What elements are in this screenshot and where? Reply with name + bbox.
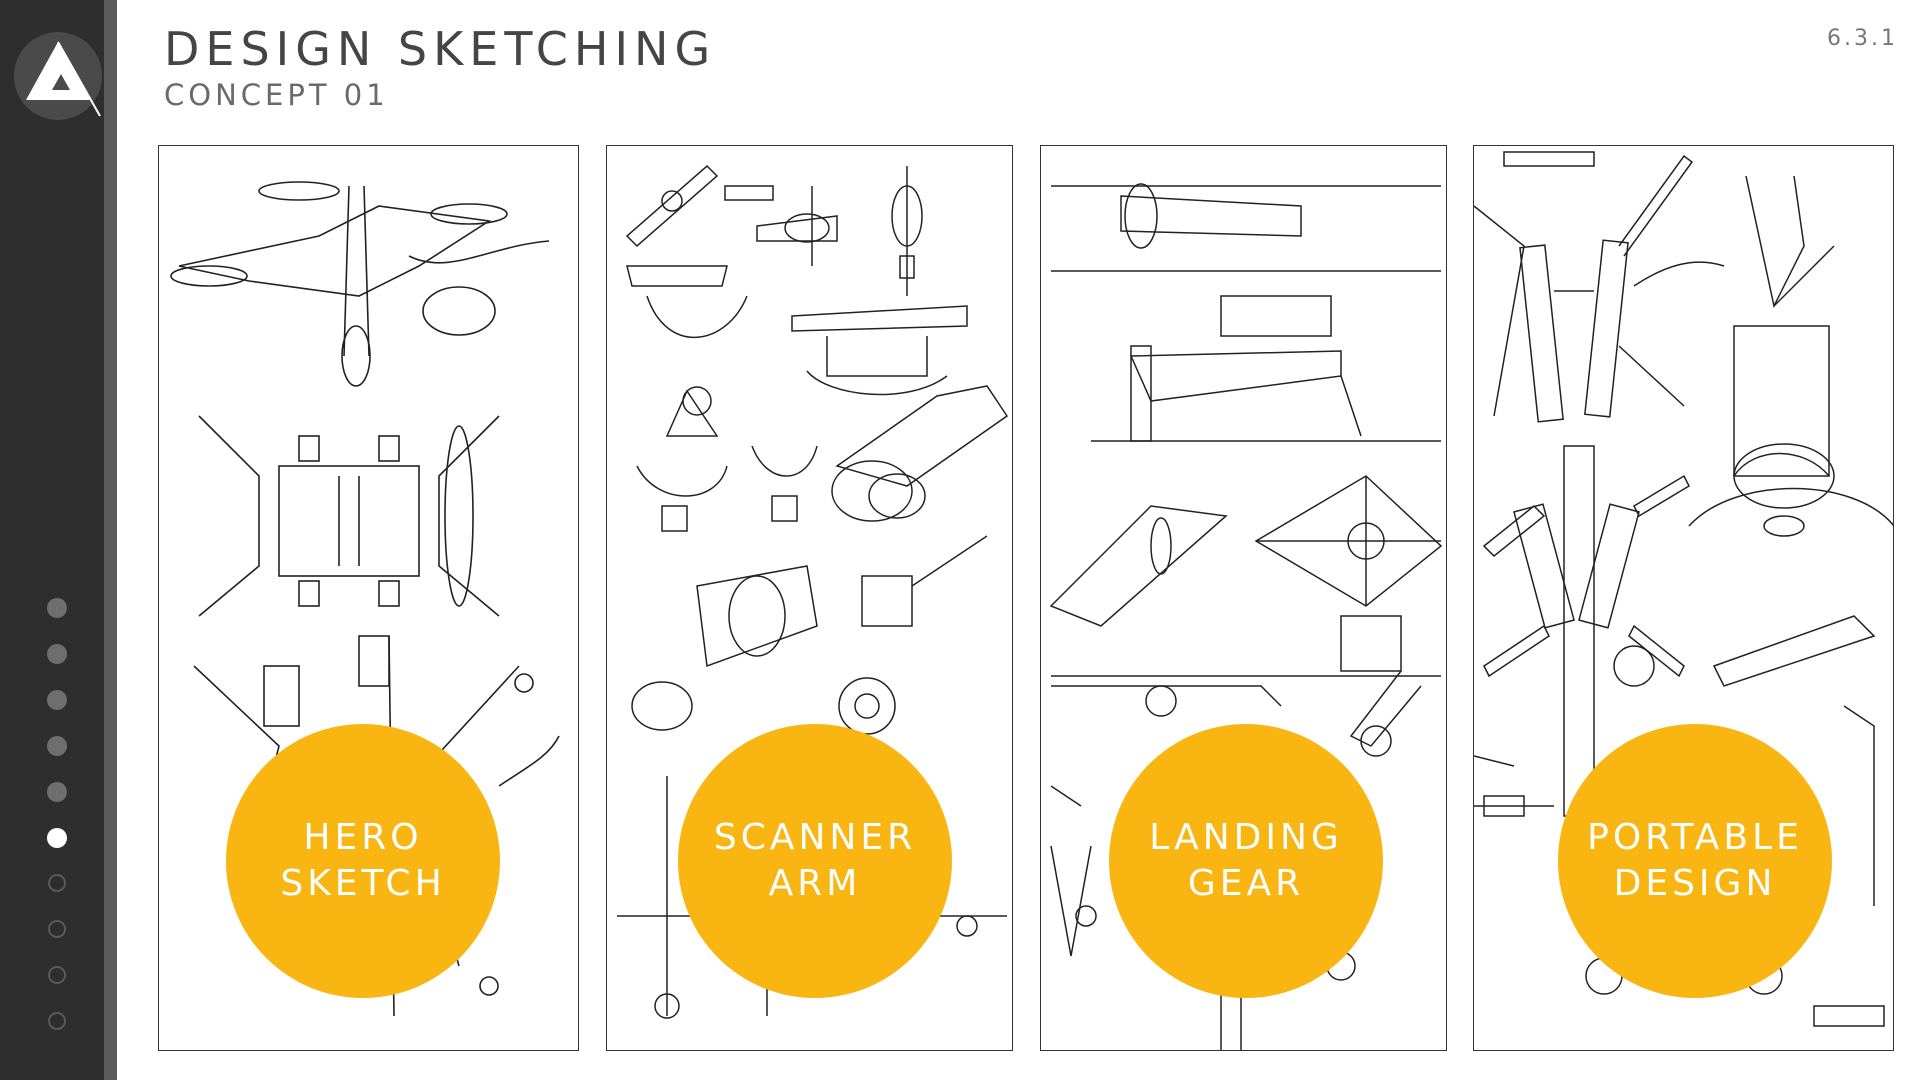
progress-dot-7[interactable]	[48, 874, 66, 892]
portable-design-sketch-drawing	[1474, 151, 1893, 1027]
badge-line-1: SCANNER	[713, 817, 917, 858]
badge-line-1: LANDING	[1149, 817, 1343, 858]
progress-dot-10[interactable]	[48, 1012, 66, 1030]
badge-hero-sketch[interactable]: HERO SKETCH	[226, 724, 500, 998]
badge-line-1: HERO	[303, 817, 423, 858]
progress-dot-current[interactable]	[47, 828, 67, 848]
badge-line-2: GEAR	[1187, 863, 1305, 904]
badge-scanner-arm[interactable]: SCANNER ARM	[678, 724, 952, 998]
scanner-arm-sketch-drawing	[617, 164, 1009, 1019]
triangle-logo-icon[interactable]	[14, 32, 102, 120]
badge-line-2: ARM	[768, 863, 862, 904]
progress-dot-1[interactable]	[47, 598, 67, 618]
sketch-panel-scanner-arm[interactable]: SCANNER ARM	[606, 145, 1013, 1051]
badge-landing-gear[interactable]: LANDING GEAR	[1109, 724, 1383, 998]
page-title: DESIGN SKETCHING	[164, 22, 717, 76]
page-subtitle: CONCEPT 01	[164, 78, 389, 112]
badge-line-2: SKETCH	[280, 863, 446, 904]
progress-dot-4[interactable]	[47, 736, 67, 756]
progress-dot-3[interactable]	[47, 690, 67, 710]
progress-dot-9[interactable]	[48, 966, 66, 984]
badge-portable-design[interactable]: PORTABLE DESIGN	[1558, 724, 1832, 998]
badge-line-2: DESIGN	[1613, 863, 1777, 904]
page-number: 6.3.1	[1827, 26, 1898, 51]
progress-dot-5[interactable]	[47, 782, 67, 802]
progress-dot-2[interactable]	[47, 644, 67, 664]
badge-line-1: PORTABLE	[1587, 817, 1803, 858]
sketch-panel-hero[interactable]: HERO SKETCH	[158, 145, 579, 1051]
sidebar	[0, 0, 117, 1080]
sketch-panel-portable-design[interactable]: PORTABLE DESIGN	[1473, 145, 1894, 1051]
progress-dot-8[interactable]	[48, 920, 66, 938]
sketch-panel-landing-gear[interactable]: LANDING GEAR	[1040, 145, 1447, 1051]
